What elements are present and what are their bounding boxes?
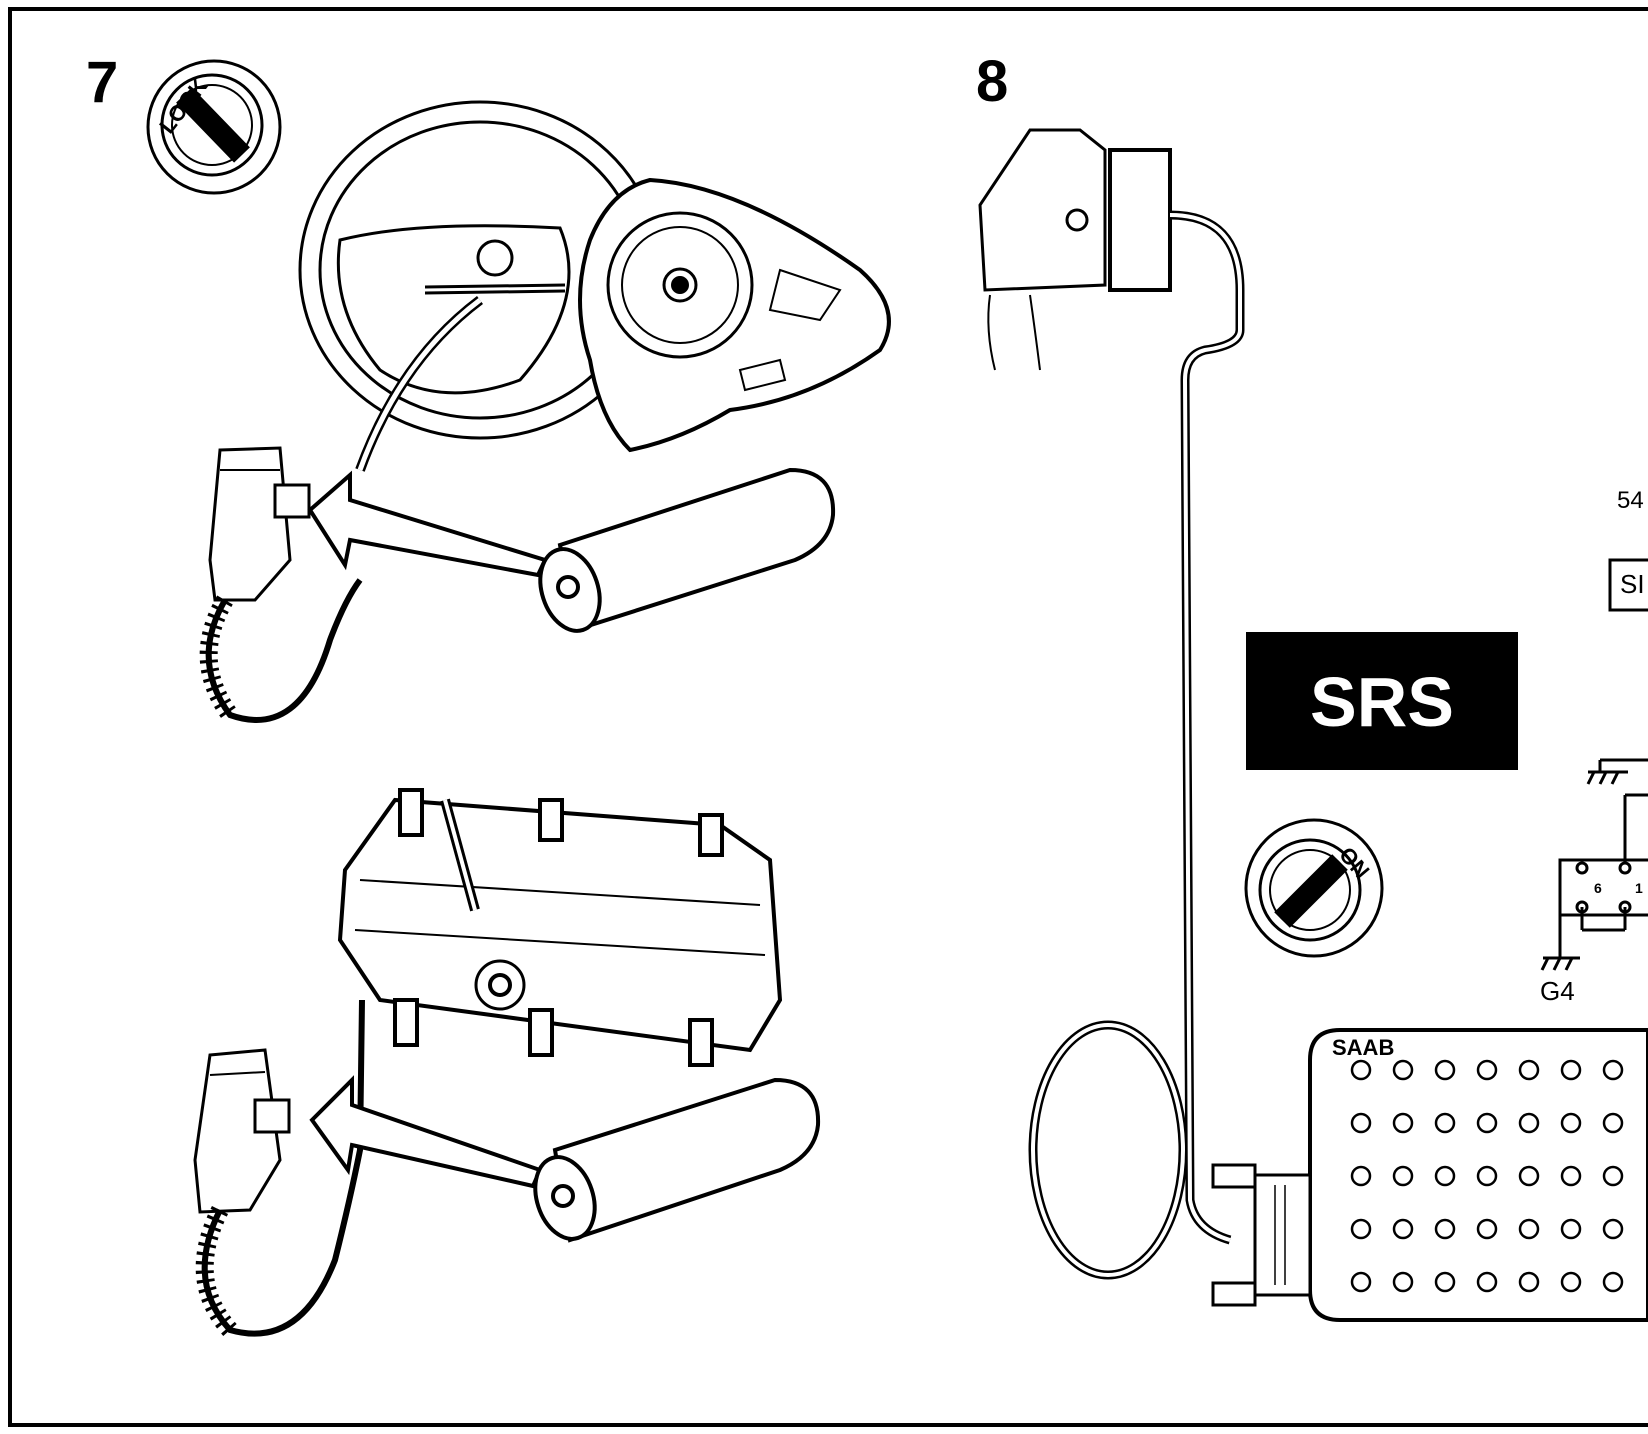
- tester-socket: [1602, 1112, 1624, 1134]
- tester-socket: [1518, 1165, 1540, 1187]
- tester-socket: [1434, 1165, 1456, 1187]
- steering-airbag-module: [578, 177, 891, 453]
- tester-socket: [1434, 1059, 1456, 1081]
- ignition-on-icon: ON: [1244, 818, 1384, 958]
- dummy-igniter-cylinder-lower: [533, 1077, 821, 1243]
- dummy-igniter-cylinder-upper: [538, 467, 836, 633]
- tester-socket: [1476, 1271, 1498, 1293]
- wiring-box-label: SI: [1620, 569, 1645, 599]
- ground-symbol-lower: [1540, 950, 1580, 971]
- tester-socket: [1602, 1271, 1624, 1293]
- tester-socket: [1560, 1218, 1582, 1240]
- srs-harness-connector: [978, 128, 1172, 371]
- tester-socket: [1560, 1059, 1582, 1081]
- tester-plug: [1211, 1163, 1312, 1307]
- tester-socket: [1560, 1271, 1582, 1293]
- tester-brand: SAAB: [1332, 1035, 1394, 1060]
- tester-socket: [1560, 1112, 1582, 1134]
- tester-sockets: [1350, 1059, 1624, 1293]
- coiled-cable-lower: [201, 999, 365, 1337]
- tester-socket: [1392, 1059, 1414, 1081]
- wiring-box: [1608, 558, 1648, 612]
- insert-arrow-upper: [307, 470, 548, 578]
- tester-socket: [1560, 1165, 1582, 1187]
- step-8-number: 8: [976, 49, 1008, 114]
- tester-socket: [1518, 1112, 1540, 1134]
- tester-socket: [1602, 1218, 1624, 1240]
- ignition-lock-icon: LOCK: [146, 59, 282, 195]
- airbag-connector-plug-lower: [193, 1048, 291, 1214]
- coiled-cable-upper: [205, 578, 363, 723]
- tester-socket: [1392, 1112, 1414, 1134]
- insert-arrow-lower: [309, 1075, 543, 1189]
- srs-badge-label: SRS: [1310, 663, 1454, 741]
- ground-symbol-upper: [1586, 758, 1648, 785]
- wiring-label-54: 54: [1617, 487, 1644, 514]
- tester-socket: [1476, 1218, 1498, 1240]
- page-border: [8, 7, 1648, 1427]
- tester-socket: [1392, 1271, 1414, 1293]
- ground-label-g4: G4: [1540, 976, 1575, 1006]
- tester-socket: [1350, 1059, 1372, 1081]
- tester-socket: [1602, 1059, 1624, 1081]
- tester-socket: [1350, 1271, 1372, 1293]
- tester-socket: [1518, 1218, 1540, 1240]
- tester-socket: [1476, 1112, 1498, 1134]
- tester-socket: [1350, 1218, 1372, 1240]
- tester-socket: [1434, 1112, 1456, 1134]
- pin-1-label: 1: [1635, 880, 1643, 896]
- connector-pins: [1558, 793, 1648, 950]
- srs-badge: [1246, 632, 1518, 770]
- tester-socket: [1392, 1218, 1414, 1240]
- tester-socket: [1518, 1271, 1540, 1293]
- tester-socket: [1476, 1165, 1498, 1187]
- tester-socket: [1392, 1165, 1414, 1187]
- tester-socket: [1602, 1165, 1624, 1187]
- step-7-number: 7: [86, 50, 118, 115]
- tester-socket: [1350, 1165, 1372, 1187]
- airbag-connector-plug-upper: [208, 446, 311, 602]
- tester-socket: [1350, 1112, 1372, 1134]
- tester-socket: [1434, 1271, 1456, 1293]
- tester-socket: [1434, 1218, 1456, 1240]
- tester-socket: [1518, 1059, 1540, 1081]
- passenger-airbag-module: [337, 788, 783, 1067]
- pin-6-label: 6: [1594, 880, 1602, 896]
- tester-socket: [1476, 1059, 1498, 1081]
- tester-cable: [1169, 210, 1245, 1245]
